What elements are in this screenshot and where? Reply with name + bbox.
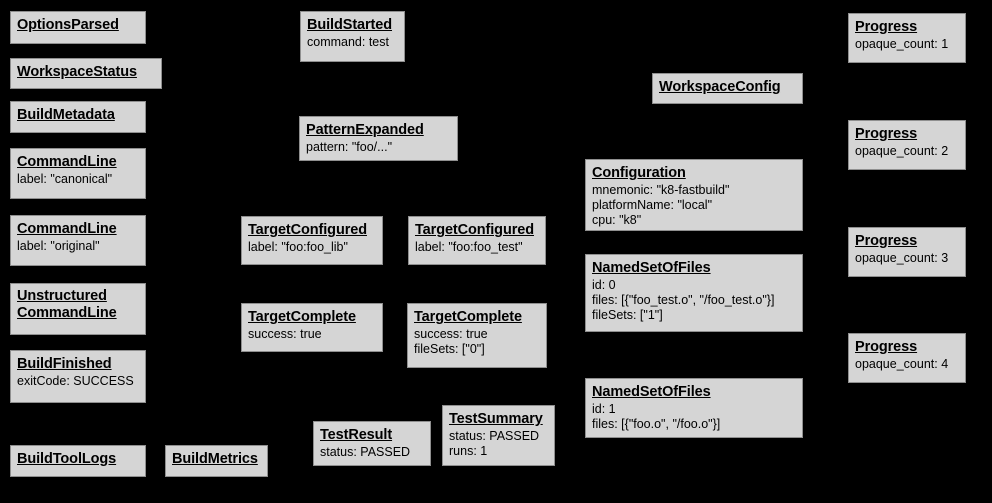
node-progress-1[interactable]: Progress opaque_count: 1	[848, 13, 966, 63]
node-title: NamedSetOfFiles	[592, 260, 711, 276]
node-title: NamedSetOfFiles	[592, 384, 711, 400]
node-title: TestSummary	[449, 411, 543, 427]
node-title: Progress	[855, 233, 918, 249]
node-field: files: [{"foo.o", "/foo.o"}]	[592, 417, 721, 431]
node-title: WorkspaceConfig	[659, 79, 781, 95]
node-title: BuildStarted	[307, 17, 393, 33]
node-title: TargetComplete	[248, 309, 356, 325]
node-fields: label: "canonical"	[17, 172, 139, 187]
node-title: WorkspaceStatus	[17, 64, 137, 80]
node-title: BuildMetadata	[17, 107, 115, 123]
node-options-parsed[interactable]: OptionsParsed	[10, 11, 146, 44]
node-fields: label: "foo:foo_lib"	[248, 240, 376, 255]
node-progress-2[interactable]: Progress opaque_count: 2	[848, 120, 966, 170]
node-target-configured-foo-lib[interactable]: TargetConfigured label: "foo:foo_lib"	[241, 216, 383, 265]
node-title: BuildToolLogs	[17, 451, 117, 467]
node-title: Configuration	[592, 165, 686, 181]
node-build-started[interactable]: BuildStarted command: test	[300, 11, 405, 62]
node-field: label: "foo:foo_lib"	[248, 240, 348, 254]
node-title: CommandLine	[17, 154, 117, 170]
node-build-metadata[interactable]: BuildMetadata	[10, 101, 146, 133]
node-field: exitCode: SUCCESS	[17, 374, 134, 388]
node-field: label: "original"	[17, 239, 100, 253]
node-build-finished[interactable]: BuildFinished exitCode: SUCCESS	[10, 350, 146, 403]
node-field: fileSets: ["1"]	[592, 308, 663, 322]
node-fields: opaque_count: 4	[855, 357, 959, 372]
node-field: command: test	[307, 35, 389, 49]
node-field: label: "foo:foo_test"	[415, 240, 523, 254]
node-title: TargetConfigured	[248, 222, 367, 238]
node-target-complete-lib[interactable]: TargetComplete success: true	[241, 303, 383, 352]
node-field: status: PASSED	[320, 445, 411, 459]
node-title: Progress	[855, 339, 918, 355]
node-field: files: [{"foo_test.o", "/foo_test.o"}]	[592, 293, 775, 307]
node-fields: mnemonic: "k8-fastbuild"platformName: "l…	[592, 183, 796, 228]
node-title: Progress	[855, 126, 918, 142]
node-field: opaque_count: 3	[855, 251, 949, 265]
node-title: Progress	[855, 19, 918, 35]
node-title: BuildMetrics	[172, 451, 258, 467]
node-fields: opaque_count: 2	[855, 144, 959, 159]
node-field: status: PASSED	[449, 429, 540, 443]
node-title: TargetConfigured	[415, 222, 534, 238]
node-fields: opaque_count: 3	[855, 251, 959, 266]
node-pattern-expanded[interactable]: PatternExpanded pattern: "foo/..."	[299, 116, 458, 161]
node-field: opaque_count: 1	[855, 37, 949, 51]
node-title: TargetComplete	[414, 309, 522, 325]
node-command-line-canonical[interactable]: CommandLine label: "canonical"	[10, 148, 146, 199]
node-fields: command: test	[307, 35, 398, 50]
node-title: BuildFinished	[17, 356, 112, 372]
node-title: TestResult	[320, 427, 393, 443]
node-fields: label: "original"	[17, 239, 139, 254]
node-configuration[interactable]: Configuration mnemonic: "k8-fastbuild"pla…	[585, 159, 803, 231]
node-fields: opaque_count: 1	[855, 37, 959, 52]
node-field: pattern: "foo/..."	[306, 140, 393, 154]
node-workspace-status[interactable]: WorkspaceStatus	[10, 58, 162, 89]
node-build-metrics[interactable]: BuildMetrics	[165, 445, 268, 477]
node-title: PatternExpanded	[306, 122, 424, 138]
node-build-tool-logs[interactable]: BuildToolLogs	[10, 445, 146, 477]
node-title: Unstructured CommandLine	[17, 288, 117, 321]
node-field: id: 1	[592, 402, 616, 416]
node-fields: status: PASSED	[320, 445, 424, 460]
node-fields: success: true	[248, 327, 376, 342]
node-field: platformName: "local"	[592, 198, 713, 212]
node-workspace-config[interactable]: WorkspaceConfig	[652, 73, 803, 104]
node-progress-4[interactable]: Progress opaque_count: 4	[848, 333, 966, 383]
node-field: opaque_count: 2	[855, 144, 949, 158]
node-field: fileSets: ["0"]	[414, 342, 485, 356]
node-field: mnemonic: "k8-fastbuild"	[592, 183, 730, 197]
node-fields: exitCode: SUCCESS	[17, 374, 139, 389]
node-unstructured-command-line[interactable]: Unstructured CommandLine	[10, 283, 146, 335]
node-fields: label: "foo:foo_test"	[415, 240, 539, 255]
node-title: CommandLine	[17, 221, 117, 237]
node-target-configured-foo-test[interactable]: TargetConfigured label: "foo:foo_test"	[408, 216, 546, 265]
node-field: success: true	[248, 327, 322, 341]
node-command-line-original[interactable]: CommandLine label: "original"	[10, 215, 146, 266]
node-progress-3[interactable]: Progress opaque_count: 3	[848, 227, 966, 277]
node-title: OptionsParsed	[17, 17, 119, 33]
node-field: id: 0	[592, 278, 616, 292]
node-field: label: "canonical"	[17, 172, 113, 186]
node-field: runs: 1	[449, 444, 488, 458]
node-field: cpu: "k8"	[592, 213, 642, 227]
node-field: opaque_count: 4	[855, 357, 949, 371]
node-fields: pattern: "foo/..."	[306, 140, 451, 155]
node-test-result[interactable]: TestResult status: PASSED	[313, 421, 431, 466]
node-field: success: true	[414, 327, 488, 341]
